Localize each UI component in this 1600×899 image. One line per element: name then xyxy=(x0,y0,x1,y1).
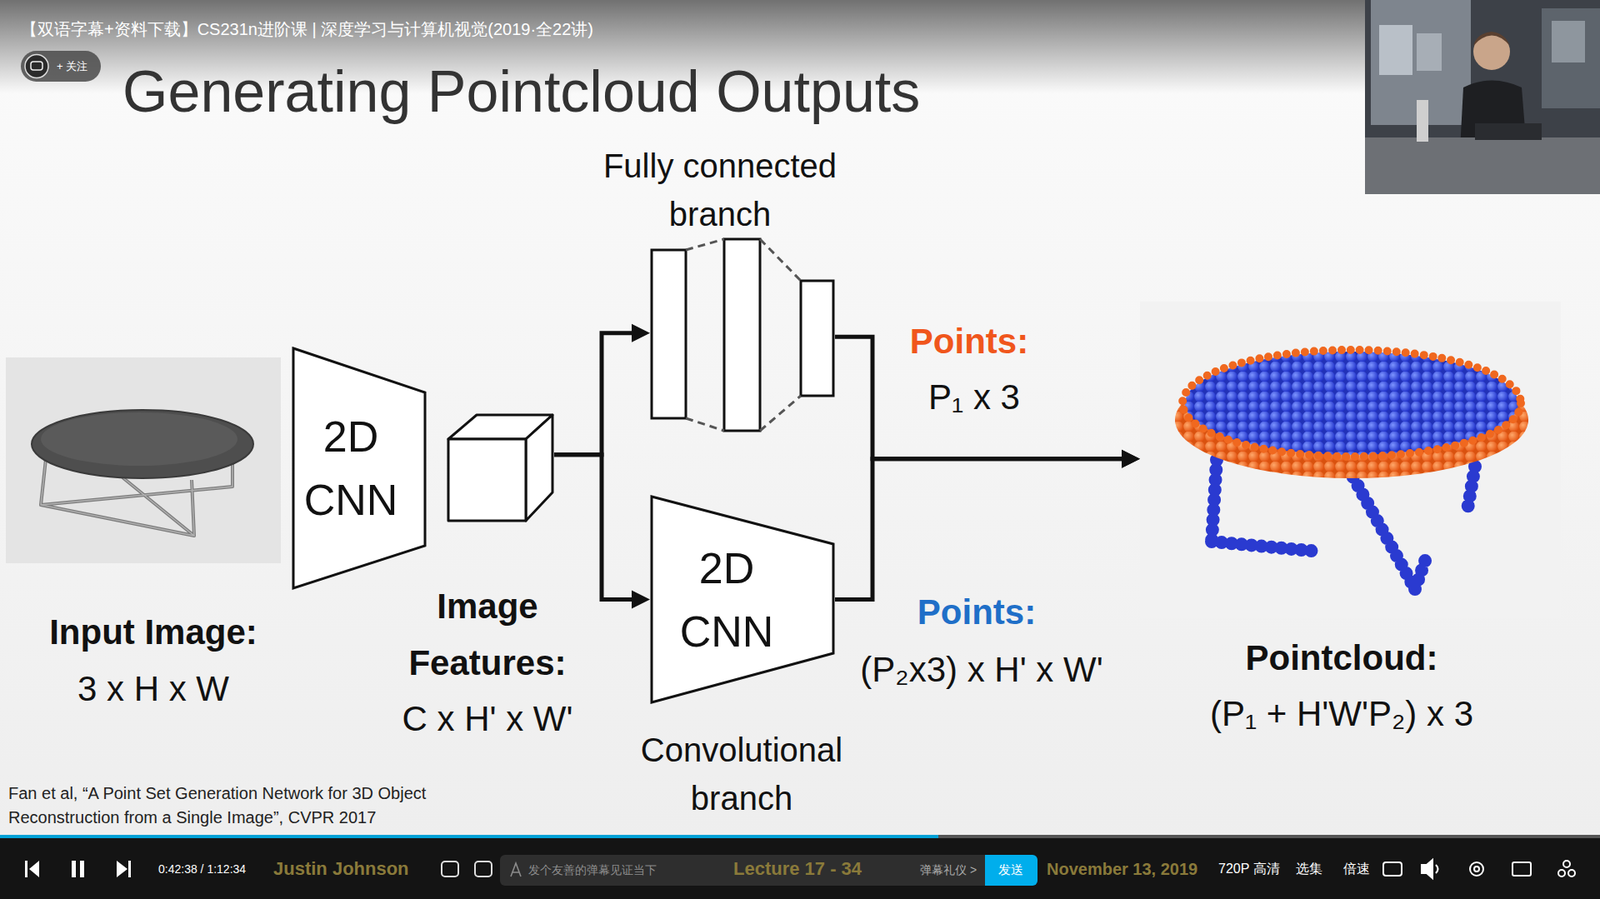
node-heading: Image Features: xyxy=(383,578,592,692)
fc-shape xyxy=(650,237,835,433)
send-label: 发送 xyxy=(998,862,1024,878)
time-display: 0:42:38 / 1:12:34 xyxy=(158,862,246,877)
danmaku-toggles xyxy=(441,861,492,877)
node-heading: Input Image: xyxy=(49,611,258,654)
etiquette-link: 弹幕礼仪 > xyxy=(920,863,977,878)
node-label: 2D CNN xyxy=(296,405,405,532)
arrowhead xyxy=(631,324,650,343)
connector-arrow xyxy=(835,450,1140,600)
branch-label: Fully connected branch xyxy=(582,141,858,239)
pointcloud-image: Pointcloud:(P₁ + H'W'P₂) x 3 xyxy=(1140,301,1561,619)
connector-arrow xyxy=(554,455,650,610)
arrowhead xyxy=(1121,450,1140,469)
follow-pill xyxy=(20,50,101,82)
connector-line xyxy=(835,459,1124,600)
speed-button: 倍速 xyxy=(1343,860,1370,877)
follow-button: + 关注 xyxy=(56,60,88,74)
player-icons xyxy=(25,860,131,878)
danmaku-input xyxy=(500,855,990,886)
img-shape xyxy=(5,357,281,564)
watermark: Lecture 17 - 34 xyxy=(733,858,862,880)
dimension-text: 3 x H x W xyxy=(77,668,230,710)
text-icon xyxy=(510,863,521,877)
fc-branch: Fully connected branch xyxy=(650,237,835,433)
output-heading: Points: xyxy=(910,320,1029,363)
control-bar xyxy=(0,837,1600,899)
connector-line xyxy=(554,455,634,600)
webcam-inset xyxy=(1365,0,1600,195)
dimension-text: (P₁ + H'W'P₂) x 3 xyxy=(1210,693,1474,735)
dimension-text: (P₂x3) x H' x W' xyxy=(860,649,1103,691)
video-title: 【双语字幕+资料下载】CS231n进阶课 | 深度学习与计算机视觉(2019·全… xyxy=(20,19,594,40)
pc-shape xyxy=(1140,301,1561,619)
node-label: 2D CNN xyxy=(672,536,781,664)
progress-fill xyxy=(0,835,939,839)
feature-cube: Image Features:C x H' x W' xyxy=(446,413,555,523)
arrowhead xyxy=(631,590,650,610)
send-button xyxy=(985,855,1038,886)
input-image: Input Image:3 x H x W xyxy=(5,357,281,564)
right-icons xyxy=(1383,860,1575,879)
connector-arrow xyxy=(554,324,650,455)
watermark: November 13, 2019 xyxy=(1046,859,1198,880)
arrowhead xyxy=(1121,450,1140,469)
dimension-text: C x H' x W' xyxy=(401,698,573,740)
cnn-trapezoid: 2D CNN xyxy=(291,346,427,590)
episodes-button: 选集 xyxy=(1295,860,1323,877)
cnn-trapezoid: 2D CNNConvolutional branch xyxy=(650,495,835,705)
quality-button: 720P 高清 xyxy=(1218,860,1280,877)
input-placeholder: 发个友善的弹幕见证当下 xyxy=(528,863,657,878)
output-heading: Points: xyxy=(917,591,1036,634)
branch-label: Convolutional branch xyxy=(608,725,875,823)
watermark: Justin Johnson xyxy=(273,858,410,880)
progress-track xyxy=(0,835,1600,839)
citation: Fan et al, “A Point Set Generation Netwo… xyxy=(8,781,509,830)
cube-shape xyxy=(446,413,555,523)
slide-title: Generating Pointcloud Outputs xyxy=(122,56,920,127)
connector-line xyxy=(554,333,634,455)
dimension-text: P₁ x 3 xyxy=(928,376,1020,419)
trap2-shape xyxy=(650,495,835,705)
node-heading: Pointcloud: xyxy=(1245,637,1439,680)
trap1-shape xyxy=(291,346,427,590)
